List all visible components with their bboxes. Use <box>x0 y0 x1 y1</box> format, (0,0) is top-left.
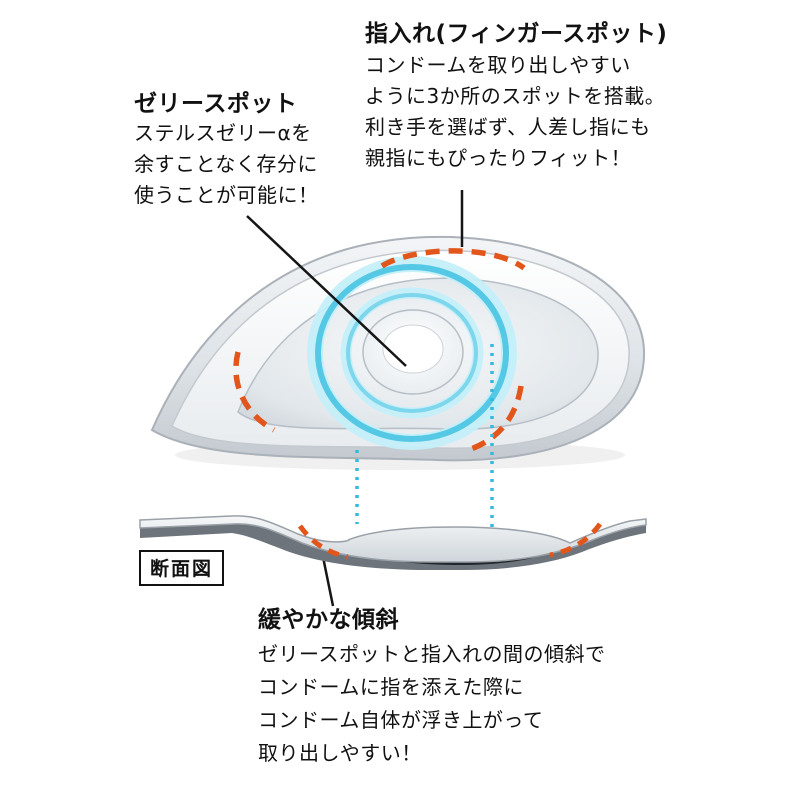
text-line: コンドームに指を添えた際に <box>258 675 524 699</box>
center-dome-top <box>382 324 444 374</box>
cross-section-label: 断面図 <box>139 550 225 586</box>
text-line: 余すことなく存分に <box>134 152 318 176</box>
text-line: 取り出しやすい！ <box>258 741 422 765</box>
text-line: ように3か所のスポットを搭載。 <box>365 84 666 108</box>
slope-title: 緩やかな傾斜 <box>258 607 399 633</box>
slope-dash-right <box>549 522 603 558</box>
cross-section-underside <box>140 523 646 570</box>
finger-spot-title: 指入れ(フィンガースポット) <box>365 21 668 47</box>
jelly-spot-title: ゼリースポット <box>134 91 298 117</box>
slope-dashes <box>297 522 603 560</box>
finger-spot-dash-right <box>467 385 524 453</box>
text-line: ステルスゼリーαを <box>134 121 312 145</box>
text-line: ゼリースポットと指入れの間の傾斜で <box>258 642 606 666</box>
jelly-spot-ring <box>307 256 517 450</box>
slope-text: ゼリースポットと指入れの間の傾斜で コンドームに指を添えた際に コンドーム自体が… <box>258 638 606 770</box>
finger-spot-text: コンドームを取り出しやすい ように3か所のスポットを搭載。 利き手を選ばず、人差… <box>365 50 665 174</box>
text-line: 使うことが可能に！ <box>134 183 319 207</box>
leader-jelly-spot <box>246 215 407 367</box>
text-line: コンドーム自体が浮き上がって <box>258 708 544 732</box>
finger-spot-dashes <box>233 248 526 453</box>
projection-lines <box>355 344 494 540</box>
finger-spot-dash-top <box>380 248 526 271</box>
text-line: 利き手を選ばず、人差し指にも <box>365 115 651 139</box>
text-line: 親指にもぴったりフィット！ <box>365 146 632 170</box>
finger-spot-dash-left <box>233 351 276 433</box>
slope-dash-left <box>297 524 349 560</box>
jelly-spot-text: ステルスゼリーαを 余すことなく存分に 使うことが可能に！ <box>134 118 319 211</box>
text-line: コンドームを取り出しやすい <box>365 53 631 77</box>
cross-section-top-surface <box>139 515 647 563</box>
